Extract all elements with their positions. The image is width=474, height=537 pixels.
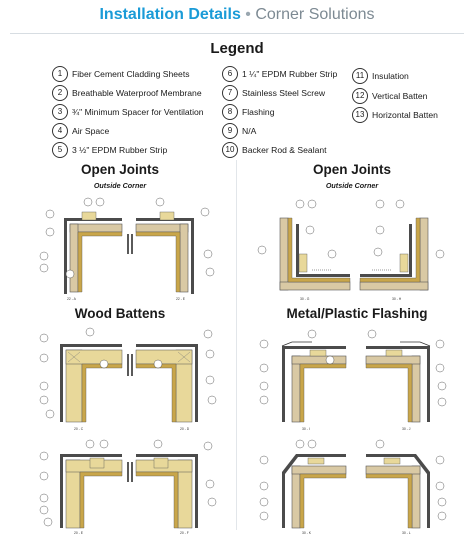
section-subtitle-right: Outside Corner <box>325 181 379 190</box>
caption-left: 22 - A <box>67 297 77 301</box>
page-title: Installation Details • Corner Solutions <box>99 6 375 23</box>
caption-left: 20 - C <box>74 427 84 431</box>
corner-detail-a <box>64 211 129 294</box>
corner-detail-i <box>281 341 347 423</box>
detail-panel-metal-flashing-1: 30 - I 30 - J <box>252 324 452 432</box>
section-title-wood-battens: Wood Battens <box>74 306 166 321</box>
corner-detail-l <box>365 454 430 529</box>
detail-panel-metal-flashing-2: 30 - K 30 - L <box>252 436 452 536</box>
corner-detail-j <box>365 341 431 423</box>
corner-detail-k <box>282 454 347 529</box>
corner-detail-h <box>359 217 429 291</box>
column-divider <box>236 160 237 530</box>
corner-detail-e <box>60 454 129 529</box>
caption-right: 30 - H <box>392 297 402 301</box>
caption-left: 30 - I <box>302 427 310 431</box>
detail-panel-wood-battens-2: 20 - E 20 - F <box>30 436 220 536</box>
header: Installation Details • Corner Solutions <box>0 0 474 34</box>
section-subtitle-left: Outside Corner <box>93 181 147 190</box>
caption-right: 20 - F <box>180 531 189 535</box>
header-divider <box>10 33 464 34</box>
section-title-open-joints-left: Open Joints <box>80 162 159 177</box>
detail-panel-open-joints-left: 22 - A 22 - E <box>30 194 220 304</box>
legend-title: Legend <box>210 40 264 57</box>
caption-left: 30 - G <box>300 297 310 301</box>
caption-right: 30 - L <box>402 531 411 535</box>
detail-panel-wood-battens-1: 20 - C 20 - D <box>30 324 220 432</box>
caption-right: 30 - J <box>402 427 411 431</box>
corner-detail-d <box>131 344 198 423</box>
caption-left: 30 - K <box>302 531 312 535</box>
corner-detail-g <box>279 217 351 291</box>
caption-right: 22 - E <box>176 297 186 301</box>
caption-right: 20 - D <box>180 427 190 431</box>
corner-detail-c <box>60 344 129 423</box>
caption-left: 20 - E <box>74 531 84 535</box>
corner-detail-f <box>131 454 198 529</box>
detail-panel-open-joints-right: 30 - G 30 - H <box>252 194 452 304</box>
section-title-open-joints-right: Open Joints <box>312 162 391 177</box>
corner-detail-b <box>131 211 194 294</box>
section-title-metal-flashing: Metal/Plastic Flashing <box>286 306 428 321</box>
